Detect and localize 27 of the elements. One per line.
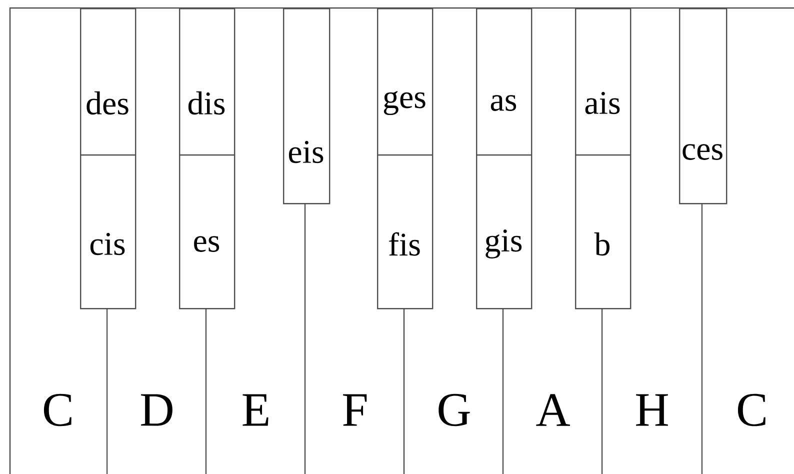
key-label: C [738, 394, 766, 426]
piano-key [377, 8, 434, 310]
key-label: H [636, 394, 668, 426]
piano-key [476, 8, 532, 310]
key-label: ces [682, 144, 722, 160]
key-label: es [194, 236, 220, 252]
key-label: ais [585, 92, 620, 114]
key-label: dis [188, 91, 225, 115]
piano-key [80, 8, 136, 310]
key-label: ges [384, 90, 426, 116]
key-label: F [343, 394, 367, 426]
key-label: E [242, 394, 268, 426]
key-label: as [490, 95, 516, 111]
piano-key [283, 8, 330, 204]
key-label: cis [90, 232, 125, 256]
key-label: A [536, 394, 570, 426]
key-label: eis [288, 140, 324, 164]
key-label: G [438, 394, 470, 426]
piano-key [179, 8, 236, 310]
key-label: fis [389, 232, 420, 256]
key-label: b [594, 232, 610, 256]
piano-key [575, 8, 632, 310]
key-label: gis [486, 230, 522, 258]
key-label: C [44, 394, 72, 426]
key-label: D [141, 394, 172, 426]
piano-key [679, 8, 728, 204]
key-label: des [86, 91, 128, 115]
